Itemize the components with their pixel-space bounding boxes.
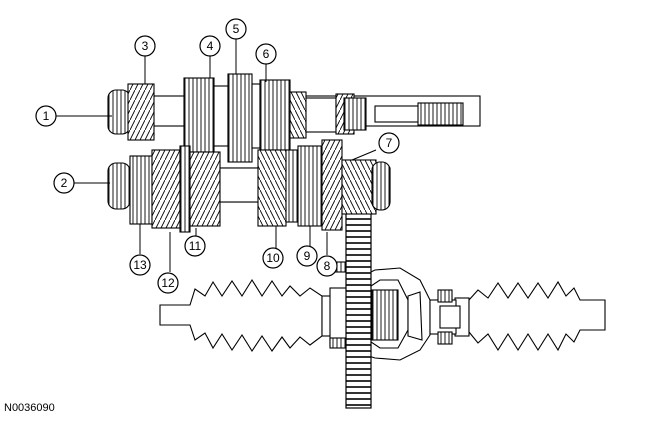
callout-9: 9	[296, 245, 318, 267]
final-drive-ring-gear	[345, 204, 372, 409]
callout-13-label: 13	[133, 258, 147, 272]
callout-11: 11	[184, 235, 206, 257]
callout-6-label: 6	[263, 47, 270, 61]
figure-id-label: N0036090	[4, 402, 55, 414]
callout-7-label: 7	[386, 136, 393, 150]
callout-8: 8	[316, 255, 338, 277]
output-shaft	[107, 139, 391, 233]
callout-12-label: 12	[161, 276, 175, 290]
input-shaft	[107, 73, 481, 163]
callout-4: 4	[199, 35, 221, 57]
callout-4-label: 4	[207, 39, 214, 53]
callout-2-label: 2	[61, 176, 68, 190]
callout-11-label: 11	[189, 239, 202, 253]
left-driveshaft	[159, 278, 335, 353]
callout-10-label: 10	[266, 251, 280, 265]
callout-5-label: 5	[233, 22, 240, 36]
callout-10: 10	[262, 247, 284, 269]
right-driveshaft	[454, 280, 606, 352]
callout-9-label: 9	[304, 249, 311, 263]
callout-3-label: 3	[142, 39, 149, 53]
callout-1-label: 1	[43, 109, 50, 123]
callout-1: 1	[35, 105, 57, 127]
callout-13: 13	[129, 254, 151, 276]
callout-5: 5	[225, 18, 247, 40]
callout-8-label: 8	[324, 259, 331, 273]
callout-3: 3	[134, 35, 156, 57]
callout-7: 7	[378, 132, 400, 154]
leader-lines	[55, 39, 377, 272]
callout-6: 6	[255, 43, 277, 65]
callout-12: 12	[157, 272, 179, 294]
callout-2: 2	[53, 172, 75, 194]
